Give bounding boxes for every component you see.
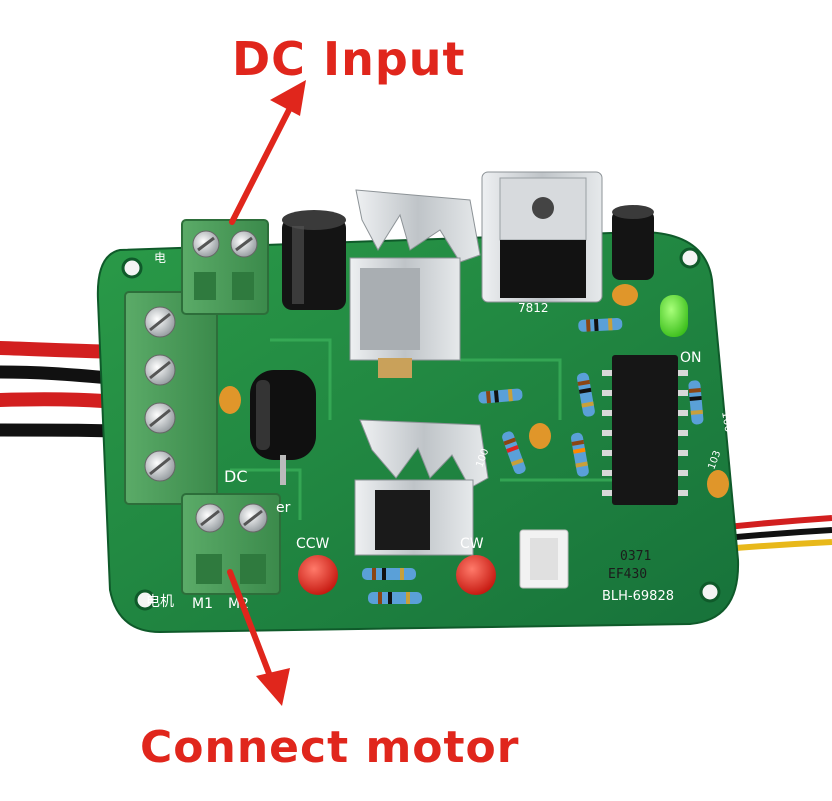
arrow-up-icon	[229, 80, 306, 225]
dc-input-callout: DC Input	[232, 32, 466, 86]
led-cw	[456, 555, 496, 595]
control-connector	[519, 529, 569, 589]
m1-label: M1	[192, 596, 213, 612]
ic-chip	[602, 355, 688, 505]
ceramic-capacitors	[219, 284, 729, 498]
ccw-label: CCW	[296, 536, 330, 552]
status-led-green	[660, 295, 688, 337]
resistors	[362, 317, 704, 604]
terminal-block-left	[124, 291, 218, 505]
power-inductor	[250, 370, 316, 485]
mosfet-screw	[378, 358, 412, 378]
heatsink-bottom	[354, 419, 489, 556]
board-id-label: BLH-69828	[602, 589, 674, 604]
led-ccw	[298, 555, 338, 595]
electrolytic-capacitor	[282, 210, 346, 310]
mounting-holes	[121, 247, 721, 611]
regulator-label: 7812	[518, 301, 549, 315]
pcb-traces	[230, 338, 620, 520]
small-capacitor	[612, 205, 654, 280]
regulator-7812: 7812	[481, 171, 603, 315]
arrow-down-icon	[227, 569, 290, 706]
connect-motor-callout: Connect motor	[140, 722, 520, 773]
power-cn-label: 电	[154, 251, 166, 265]
motor-cn-label: 电机	[146, 594, 174, 610]
terminal-dc-input	[181, 219, 269, 315]
ic-code-line1: 0371	[620, 549, 651, 564]
terminal-motor	[181, 493, 281, 595]
dc-label: DC	[224, 467, 248, 486]
heatsink-top	[349, 189, 481, 361]
cw-label: CW	[460, 536, 484, 552]
on-label: ON	[680, 350, 702, 366]
ic-code-line2: EF430	[608, 567, 647, 582]
resistor-100-label-a: 100	[719, 410, 735, 433]
power-label-partial: er	[276, 500, 291, 516]
